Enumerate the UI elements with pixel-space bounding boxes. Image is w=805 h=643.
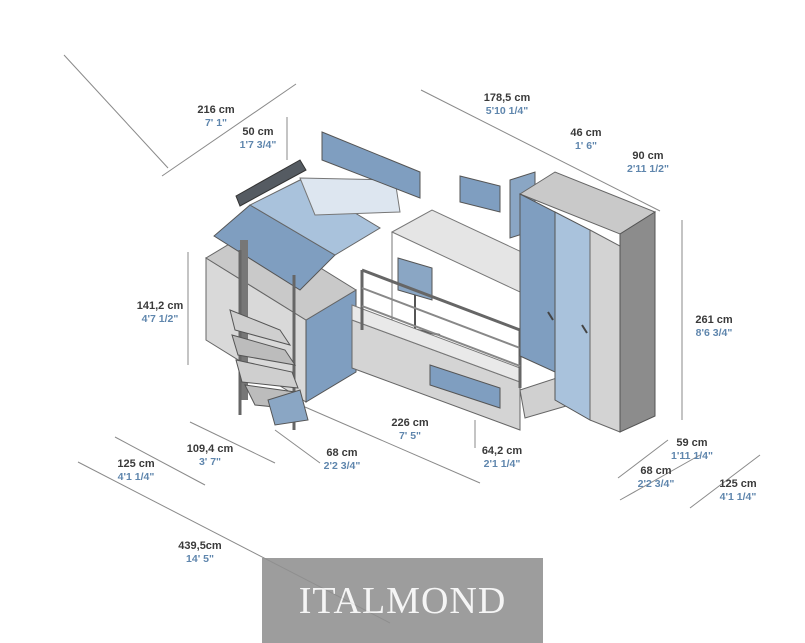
dim-total-439-in: 14' 5" bbox=[186, 553, 214, 565]
dim-desk-178-cm: 178,5 cm bbox=[483, 92, 531, 104]
dimension-lines bbox=[63, 54, 761, 624]
dim-unit-46-in: 1' 6" bbox=[574, 140, 598, 152]
dim-stair-109-in: 3' 7" bbox=[198, 456, 222, 468]
dim-top-216: 216 cm 7' 1" bbox=[186, 104, 246, 130]
dim-wardrobe-90-cm: 90 cm bbox=[632, 150, 664, 162]
dim-stair-109: 109,4 cm 3' 7" bbox=[180, 443, 240, 469]
dim-step-64-in: 2'1 1/4" bbox=[483, 458, 521, 470]
dim-height-141-cm: 141,2 cm bbox=[136, 300, 184, 312]
dim-unit-46: 46 cm 1' 6" bbox=[556, 127, 616, 153]
dim-height-261: 261 cm 8'6 3/4" bbox=[684, 314, 744, 340]
dim-step-64-cm: 64,2 cm bbox=[481, 445, 523, 457]
dim-total-439: 439,5cm 14' 5" bbox=[168, 540, 232, 566]
dim-height-261-in: 8'6 3/4" bbox=[695, 327, 733, 339]
dim-left-125: 125 cm 4'1 1/4" bbox=[106, 458, 166, 484]
dim-right-125: 125 cm 4'1 1/4" bbox=[708, 478, 768, 504]
dim-stair-109-cm: 109,4 cm bbox=[186, 443, 234, 455]
dim-right-125-in: 4'1 1/4" bbox=[719, 491, 757, 503]
watermark: ITALMOND bbox=[262, 558, 543, 643]
dim-stair-68: 68 cm 2'2 3/4" bbox=[312, 447, 372, 473]
dim-desk-178: 178,5 cm 5'10 1/4" bbox=[472, 92, 542, 118]
dim-height-141-in: 4'7 1/2" bbox=[141, 313, 179, 325]
wardrobe bbox=[518, 171, 657, 433]
dim-shelf-50: 50 cm 1'7 3/4" bbox=[228, 126, 288, 152]
dim-bottom-68-cm: 68 cm bbox=[640, 465, 672, 477]
dim-total-439-cm: 439,5cm bbox=[178, 540, 222, 552]
dim-desk-178-in: 5'10 1/4" bbox=[485, 105, 529, 117]
dim-left-125-cm: 125 cm bbox=[117, 458, 155, 470]
dim-bed-226-in: 7' 5" bbox=[398, 430, 422, 442]
dim-top-216-in: 7' 1" bbox=[204, 117, 228, 129]
watermark-text: ITALMOND bbox=[298, 579, 507, 622]
dim-shelf-50-in: 1'7 3/4" bbox=[239, 139, 277, 151]
dim-stair-68-cm: 68 cm bbox=[326, 447, 358, 459]
dim-wardrobe-59: 59 cm 1'11 1/4" bbox=[662, 437, 722, 463]
dim-height-261-cm: 261 cm bbox=[695, 314, 733, 326]
dim-wardrobe-59-cm: 59 cm bbox=[676, 437, 708, 449]
dim-left-125-in: 4'1 1/4" bbox=[117, 471, 155, 483]
loft-bed bbox=[205, 131, 421, 403]
dim-right-125-cm: 125 cm bbox=[719, 478, 757, 490]
dim-wardrobe-90: 90 cm 2'11 1/2" bbox=[616, 150, 680, 176]
dim-stair-68-in: 2'2 3/4" bbox=[323, 460, 361, 472]
dim-shelf-50-cm: 50 cm bbox=[242, 126, 274, 138]
dim-unit-46-cm: 46 cm bbox=[570, 127, 602, 139]
spiral-stair bbox=[229, 250, 309, 430]
dim-wardrobe-59-in: 1'11 1/4" bbox=[671, 450, 713, 462]
trundle-bed bbox=[351, 268, 581, 431]
dim-bed-226-cm: 226 cm bbox=[391, 417, 429, 429]
dim-bed-226: 226 cm 7' 5" bbox=[380, 417, 440, 443]
dim-step-64: 64,2 cm 2'1 1/4" bbox=[470, 445, 534, 471]
dim-top-216-cm: 216 cm bbox=[197, 104, 235, 116]
dim-bottom-68: 68 cm 2'2 3/4" bbox=[626, 465, 686, 491]
dim-bottom-68-in: 2'2 3/4" bbox=[637, 478, 675, 490]
dim-height-141: 141,2 cm 4'7 1/2" bbox=[130, 300, 190, 326]
dim-wardrobe-90-in: 2'11 1/2" bbox=[627, 163, 669, 175]
